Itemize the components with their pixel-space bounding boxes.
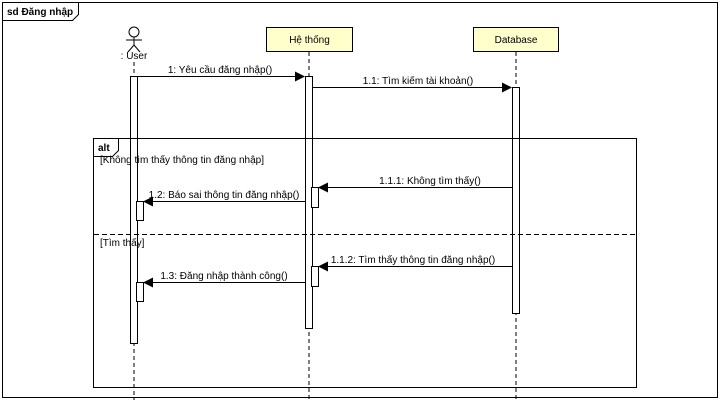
message-m3-label: 1.1.1: Không tìm thấy() — [379, 175, 481, 187]
activation-database — [512, 87, 520, 314]
alt-fragment: alt [Không tìm thấy thông tin đăng nhập]… — [93, 138, 637, 388]
message-m4-label: 1.2: Báo sai thông tin đăng nhập() — [149, 190, 300, 201]
message-m1[interactable]: 1: Yêu cầu đăng nhập() — [137, 64, 305, 82]
activation-system-nested-1 — [311, 187, 319, 208]
lifeline-system-header — [266, 27, 353, 52]
lifeline-database-label: Database — [495, 35, 538, 46]
activation-system-nested-2 — [311, 266, 319, 287]
alt-operator-label: alt — [98, 143, 110, 154]
activation-user-nested-2 — [136, 282, 144, 302]
actor-icon — [126, 26, 142, 53]
message-m5[interactable]: 1.1.2: Tìm thấy thông tin đăng nhập() — [318, 254, 512, 272]
alt-guard-1: [Không tìm thấy thông tin đăng nhập] — [100, 154, 264, 166]
frame-title: sd Đăng nhập — [7, 7, 73, 18]
lifeline-system-label: Hệ thống — [289, 34, 330, 46]
message-m5-label: 1.1.2: Tìm thấy thông tin đăng nhập() — [331, 254, 495, 266]
lifeline-database[interactable]: Database — [473, 27, 559, 400]
lifeline-user-label: : User — [121, 51, 148, 62]
lifeline-system[interactable]: Hệ thống — [266, 27, 353, 400]
message-m3[interactable]: 1.1.1: Không tìm thấy() — [318, 175, 512, 193]
alt-guard-2: [Tìm thấy] — [100, 237, 145, 249]
frame-title-tab — [2, 2, 79, 21]
message-m6-label: 1.3: Đăng nhập thành công() — [160, 271, 287, 282]
lifeline-database-header — [473, 27, 559, 52]
alt-operator-tab — [93, 138, 119, 157]
activation-user-nested-1 — [136, 201, 144, 221]
alt-fragment-box — [93, 138, 637, 388]
lifeline-user[interactable]: : User — [121, 26, 148, 400]
message-m4[interactable]: 1.2: Báo sai thông tin đăng nhập() — [143, 190, 305, 207]
message-m2[interactable]: 1.1: Tìm kiếm tài khoản() — [312, 75, 512, 93]
message-m1-label: 1: Yêu cầu đăng nhập() — [168, 64, 272, 76]
message-m2-label: 1.1: Tìm kiếm tài khoản() — [363, 75, 473, 87]
message-m6[interactable]: 1.3: Đăng nhập thành công() — [143, 271, 305, 288]
